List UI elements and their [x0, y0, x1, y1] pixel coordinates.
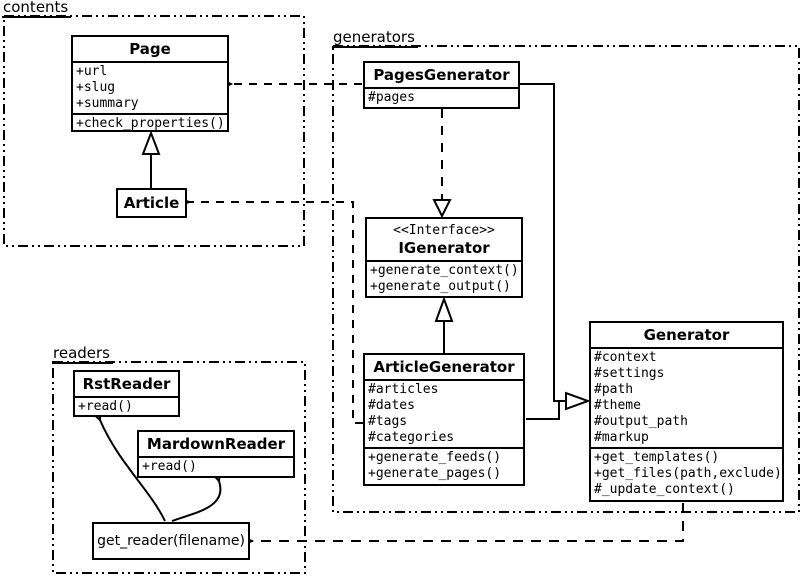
node-get-reader: get_reader(filename)	[92, 522, 250, 560]
class-rstreader-name: RstReader	[82, 375, 171, 393]
class-mardownreader-name: MardownReader	[146, 435, 286, 453]
package-label-generators: generators	[332, 30, 418, 48]
class-generator-methods: +get_templates() +get_files(path,exclude…	[591, 447, 782, 499]
class-article-name: Article	[123, 194, 180, 212]
inheritance-triangle-generator-left	[565, 391, 591, 411]
attribute: #settings	[594, 366, 665, 381]
class-generator: Generator #context #settings #path #them…	[589, 321, 784, 502]
inheritance-triangle-page-bottom	[141, 130, 161, 155]
attribute: #categories	[368, 430, 455, 445]
class-igenerator-methods: +generate_context() +generate_output()	[367, 260, 521, 296]
method: +get_templates()	[594, 450, 720, 465]
package-label-readers: readers	[52, 346, 113, 364]
class-page-methods: +check_properties()	[73, 113, 227, 133]
inheritance-articlegenerator-to-generator-line	[526, 401, 560, 420]
attribute: #context	[594, 350, 657, 365]
attribute: +url	[76, 64, 108, 79]
inheritance-triangle-igenerator-bottom	[434, 296, 454, 322]
attribute: #dates	[368, 398, 415, 413]
attribute: #articles	[368, 382, 439, 397]
package-label-contents: contents	[2, 0, 72, 18]
dependency-generator-to-getreader-arrow	[252, 503, 684, 541]
method: +get_files(path,exclude)	[594, 466, 782, 481]
class-igenerator-name: IGenerator	[398, 239, 490, 257]
attribute: #path	[594, 382, 634, 397]
class-igenerator-stereotype: <<Interface>>	[393, 223, 495, 238]
method: +generate_context()	[370, 263, 519, 278]
method: +generate_output()	[370, 279, 511, 294]
dependency-articlegenerator-to-article-arrow	[189, 202, 363, 424]
package-border-contents	[3, 15, 305, 247]
attribute: +slug	[76, 80, 116, 95]
class-page: Page +url +slug +summary +check_properti…	[71, 35, 229, 132]
method: +check_properties()	[76, 116, 225, 131]
class-articlegenerator-attributes: #articles #dates #tags #categories	[365, 379, 523, 447]
class-rstreader: RstReader +read()	[73, 370, 180, 417]
class-pagesgenerator-attributes: #pages	[365, 87, 518, 107]
attribute: #pages	[368, 90, 415, 105]
attribute: +summary	[76, 96, 139, 111]
method: +read()	[78, 399, 133, 414]
class-page-attributes: +url +slug +summary	[73, 61, 227, 113]
class-generator-attributes: #context #settings #path #theme #output_…	[591, 347, 782, 447]
class-articlegenerator: ArticleGenerator #articles #dates #tags …	[363, 353, 525, 486]
class-articlegenerator-name: ArticleGenerator	[373, 358, 515, 376]
class-generator-name: Generator	[643, 326, 730, 344]
realization-triangle-igenerator-top	[432, 199, 452, 219]
method: #_update_context()	[594, 482, 735, 497]
class-rstreader-methods: +read()	[75, 396, 178, 416]
class-page-name: Page	[129, 40, 171, 58]
attribute: #theme	[594, 398, 641, 413]
method: +generate_pages()	[368, 466, 502, 481]
class-pagesgenerator-name: PagesGenerator	[373, 66, 510, 84]
class-articlegenerator-methods: +generate_feeds() +generate_pages()	[365, 447, 523, 483]
package-border-generators	[332, 45, 800, 513]
getreader-to-rstreader-arrow	[100, 420, 166, 522]
method: +read()	[142, 459, 197, 474]
class-mardownreader: MardownReader +read()	[137, 430, 295, 478]
class-pagesgenerator: PagesGenerator #pages	[363, 61, 520, 109]
getreader-to-mardownreader-arrow	[171, 481, 220, 522]
attribute: #tags	[368, 414, 408, 429]
inheritance-pagesgenerator-to-generator-line	[519, 83, 566, 402]
method: +generate_feeds()	[368, 450, 502, 465]
package-border-readers	[52, 361, 306, 574]
class-article: Article	[116, 188, 187, 218]
class-mardownreader-methods: +read()	[139, 456, 293, 476]
class-igenerator: <<Interface>> IGenerator +generate_conte…	[365, 217, 523, 298]
attribute: #markup	[594, 430, 649, 445]
attribute: #output_path	[594, 414, 688, 429]
